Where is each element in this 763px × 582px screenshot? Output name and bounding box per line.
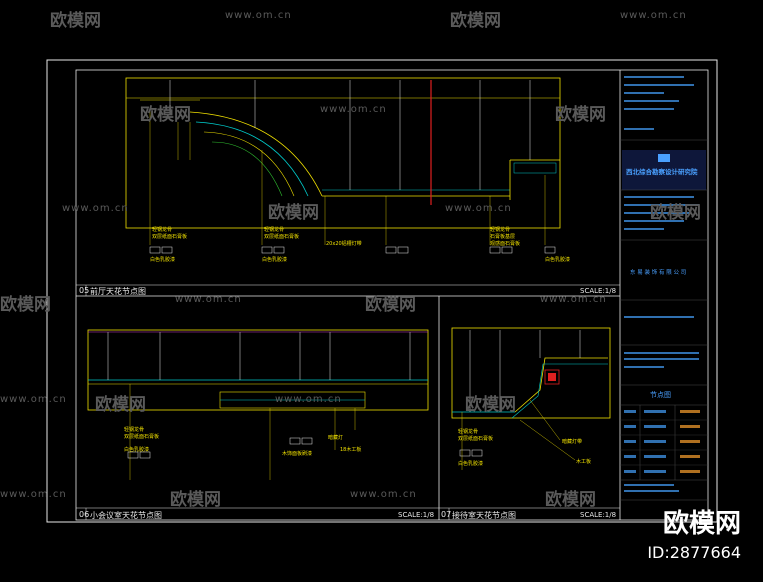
watermark-logo: 欧模网 <box>268 203 319 223</box>
watermark-url: www.om.cn <box>62 203 129 214</box>
panel-07-scale: SCALE:1/8 <box>580 511 617 519</box>
watermark-logo: 欧模网 <box>545 490 596 510</box>
watermark-url: www.om.cn <box>225 10 292 21</box>
annotation: 白色乳胶漆 <box>545 257 571 263</box>
watermark-logo: 欧模网 <box>650 203 701 223</box>
annotation: 轻钢龙骨 <box>264 227 285 233</box>
panel-05-title: 前厅天花节点图 <box>90 287 146 296</box>
panel-07-title: 接待室天花节点图 <box>452 511 516 520</box>
brand-logo: 欧模网 <box>662 509 741 539</box>
company-header: 东 易 装 饰 有 限 公 司 <box>630 270 687 276</box>
annotation: 18木工板 <box>340 447 362 453</box>
annotation: 白色乳胶漆 <box>150 257 176 263</box>
watermark-url: www.om.cn <box>175 294 242 305</box>
panel-07-drawing <box>451 327 611 470</box>
watermark-url: www.om.cn <box>350 489 417 500</box>
inner-frame <box>75 69 709 521</box>
panel-06-scale: SCALE:1/8 <box>398 511 435 519</box>
panel-06-drawing <box>87 329 429 480</box>
annotation: 20x20铝槽灯带 <box>326 241 362 247</box>
annotation: 轻钢龙骨 <box>124 427 145 433</box>
asset-id: ID:2877664 <box>647 543 741 562</box>
annotation: 白色乳胶漆 <box>262 257 288 263</box>
watermark-url: www.om.cn <box>540 294 607 305</box>
institute-name: 西北综合勘察设计研究院 <box>626 168 698 176</box>
watermark-logo: 欧模网 <box>50 11 101 31</box>
annotation: 白色乳胶漆 <box>458 461 484 467</box>
annotation: 木饰面板刷漆 <box>282 451 313 457</box>
drawing-title: 节点图 <box>650 391 671 399</box>
watermark-url: www.om.cn <box>0 489 67 500</box>
annotation: 双层纸面石膏板 <box>264 234 300 240</box>
annotation: 轻钢龙骨 <box>152 227 173 233</box>
watermark-logo: 欧模网 <box>365 295 416 315</box>
annotation: 暗藏灯带 <box>562 439 583 445</box>
panel-07-number: 07 <box>441 510 452 519</box>
watermark-logo: 欧模网 <box>465 395 516 415</box>
panel-06-number: 06 <box>79 510 90 519</box>
watermark-logo: 欧模网 <box>450 11 501 31</box>
annotation: 木工板 <box>576 459 592 465</box>
annotation: 暗藏灯 <box>328 435 344 441</box>
watermark-logo: 欧模网 <box>170 490 221 510</box>
annotation: 石膏板基层 <box>490 234 516 240</box>
panel-05-scale: SCALE:1/8 <box>580 287 617 295</box>
watermark-url: www.om.cn <box>620 10 687 21</box>
annotation: 轻钢龙骨 <box>490 227 511 233</box>
panel-06-title: 小会议室天花节点图 <box>90 511 162 520</box>
watermark-logo: 欧模网 <box>555 105 606 125</box>
annotation: 双层纸面石膏板 <box>124 434 160 440</box>
panel-05-number: 05 <box>79 286 90 295</box>
panel-05-drawing <box>125 77 561 254</box>
watermark-url: www.om.cn <box>275 394 342 405</box>
watermark-logo: 欧模网 <box>140 105 191 125</box>
outer-frame <box>46 59 718 523</box>
annotation: 白色乳胶漆 <box>124 447 150 453</box>
watermark-logo: 欧模网 <box>95 395 146 415</box>
watermark-url: www.om.cn <box>445 203 512 214</box>
watermark-logo: 欧模网 <box>0 295 51 315</box>
watermark-url: www.om.cn <box>0 394 67 405</box>
annotation: 轻钢龙骨 <box>458 429 479 435</box>
watermark-url: www.om.cn <box>320 104 387 115</box>
annotation: 双层纸面石膏板 <box>458 436 494 442</box>
annotation: 观感面石膏板 <box>490 241 521 247</box>
institute-logo-icon <box>658 154 670 162</box>
annotation: 双层纸面石膏板 <box>152 234 188 240</box>
title-block <box>620 76 708 501</box>
